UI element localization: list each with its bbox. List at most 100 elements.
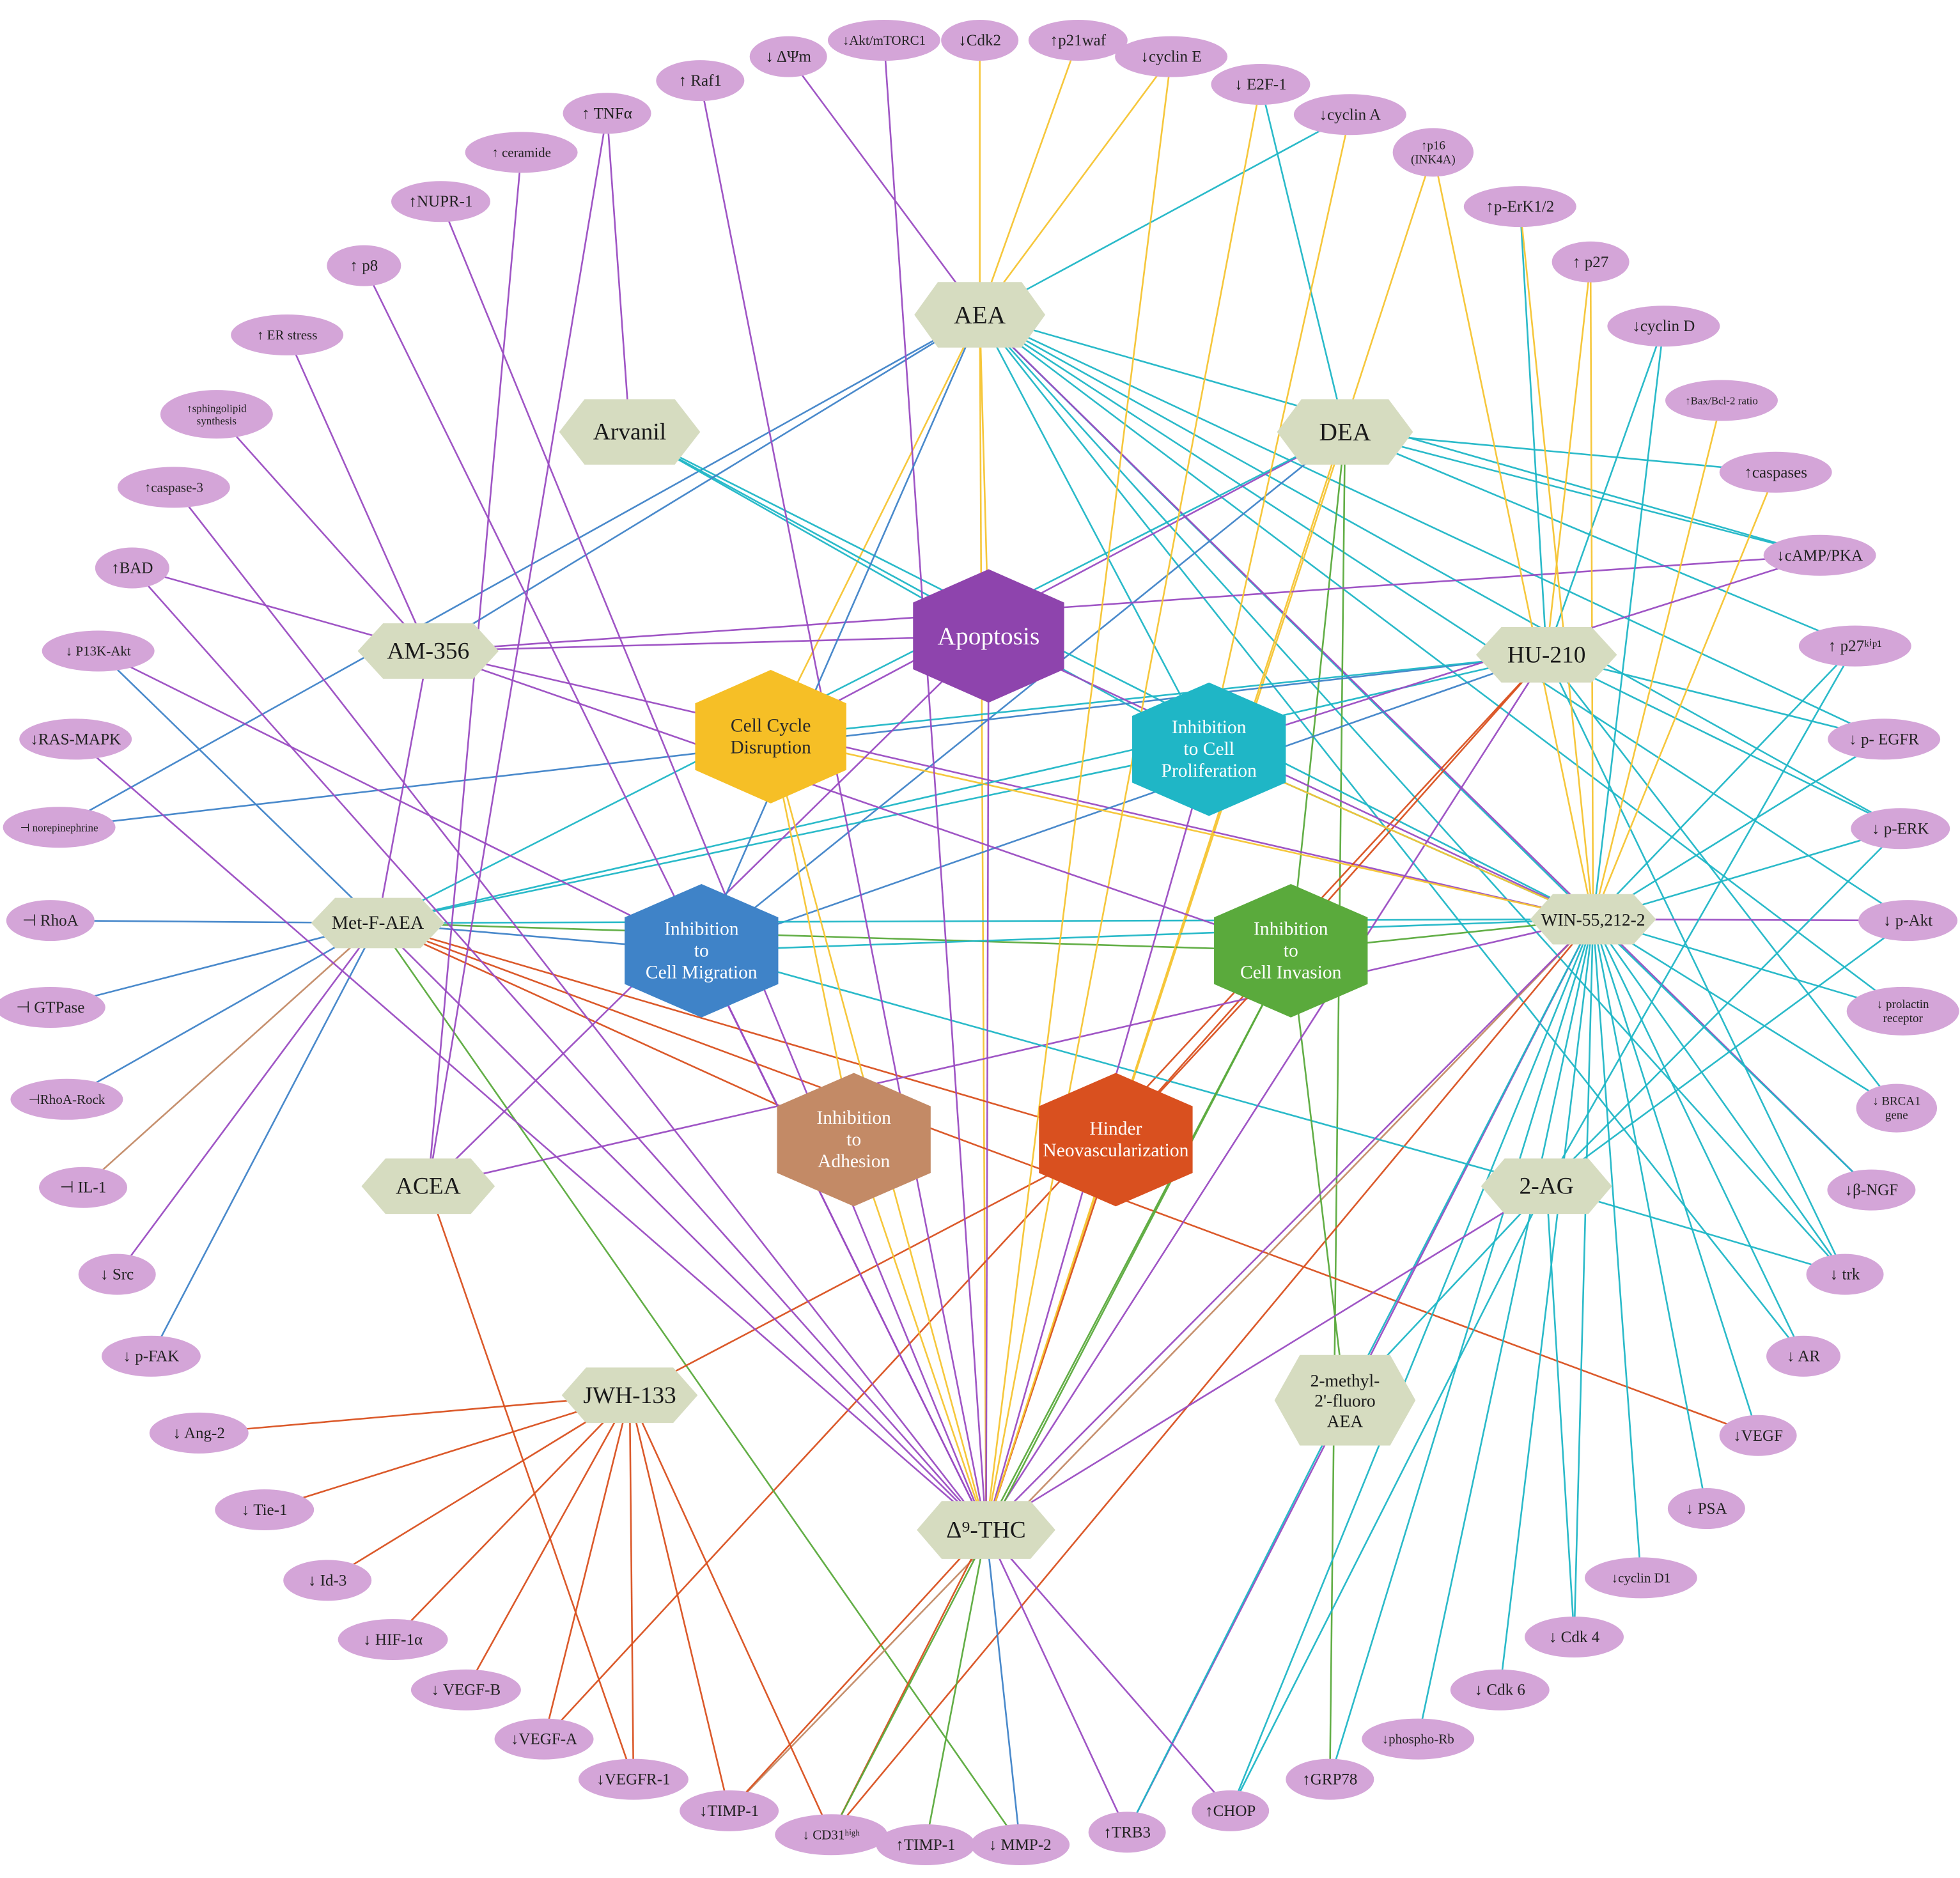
edge-hu210-perk bbox=[1546, 654, 1901, 830]
target-node-prb: ↓phospho-Rb bbox=[1362, 1718, 1475, 1760]
target-ellipse bbox=[117, 467, 230, 508]
edge-dea-p27kip bbox=[1344, 431, 1856, 647]
target-label: ↑BAD bbox=[111, 559, 153, 577]
effect-hexagon bbox=[1214, 883, 1368, 1018]
compound-label: JWH-133 bbox=[583, 1382, 676, 1408]
edge-win-grp78 bbox=[1329, 919, 1594, 1780]
target-label: ↑ p8 bbox=[350, 257, 378, 274]
edge-thc-trb3 bbox=[985, 1530, 1128, 1833]
edge-metf-am356 bbox=[377, 651, 430, 924]
edge-jwh-hif bbox=[392, 1394, 630, 1640]
target-node-pakt: ↓ p-Akt bbox=[1858, 900, 1958, 942]
target-label: ↑caspase-3 bbox=[144, 479, 203, 495]
target-node-e2f1: ↓ E2F-1 bbox=[1211, 63, 1311, 105]
target-label: ↑caspases bbox=[1744, 463, 1807, 481]
compound-label: HU-210 bbox=[1507, 642, 1586, 668]
target-label: ↑p16(INK4A) bbox=[1411, 139, 1456, 166]
target-label: ↓ Id-3 bbox=[308, 1572, 346, 1589]
target-label: ⊣ RhoA bbox=[22, 912, 79, 929]
edge-dea-migration bbox=[701, 431, 1346, 952]
target-node-p8: ↑ p8 bbox=[327, 245, 401, 286]
target-ellipse bbox=[231, 314, 344, 356]
edge-thc-mmp2 bbox=[985, 1530, 1021, 1845]
edge-dea-caspases bbox=[1344, 431, 1776, 474]
target-ellipse bbox=[876, 1824, 976, 1866]
target-label: ↓ Cdk 4 bbox=[1549, 1629, 1600, 1646]
target-label: ↑NUPR-1 bbox=[408, 193, 472, 210]
target-label: ↓cyclin E bbox=[1141, 48, 1202, 65]
target-ellipse bbox=[1525, 1617, 1624, 1657]
target-ellipse bbox=[970, 1824, 1070, 1866]
target-ellipse bbox=[1115, 36, 1228, 77]
target-node-aktm: ↓Akt/mTORC1 bbox=[827, 20, 940, 61]
edge-thc-cycE bbox=[985, 56, 1172, 1530]
target-node-tie1: ↓ Tie-1 bbox=[215, 1489, 315, 1531]
target-ellipse bbox=[1719, 451, 1832, 493]
target-node-p27: ↑ p27 bbox=[1552, 241, 1629, 283]
edge-win-methylaea bbox=[1344, 919, 1594, 1401]
edge-win-p27kip bbox=[1592, 645, 1856, 920]
target-label: ↓β-NGF bbox=[1845, 1181, 1899, 1199]
target-node-p21: ↑p21waf bbox=[1028, 20, 1128, 61]
target-label: ↑Bax/Bcl-2 ratio bbox=[1685, 394, 1758, 407]
edge-thc-timp1a bbox=[728, 1529, 987, 1812]
target-node-pegfr: ↓ p- EGFR bbox=[1828, 718, 1941, 760]
target-label: ↓ p-FAK bbox=[123, 1347, 180, 1365]
edge-win-bax bbox=[1592, 400, 1723, 920]
target-label: ↑CHOP bbox=[1205, 1802, 1256, 1819]
edge-am356-er bbox=[286, 334, 429, 652]
target-ellipse bbox=[1450, 1669, 1550, 1711]
target-node-pi3k: ↓ P13K-Akt bbox=[42, 630, 155, 672]
edge-migration-aea bbox=[701, 314, 981, 951]
edge-win-pegfr bbox=[1592, 738, 1885, 920]
effect-hexagon bbox=[1039, 1073, 1193, 1207]
compound-node-hu210: HU-210 bbox=[1475, 627, 1617, 683]
target-node-p27kip: ↑ p27ᵏⁱᵖ¹ bbox=[1798, 625, 1911, 667]
target-node-ceramide: ↑ ceramide bbox=[465, 132, 578, 173]
target-node-cdk4: ↓ Cdk 4 bbox=[1525, 1617, 1624, 1657]
edge-win-perk bbox=[1592, 828, 1901, 920]
edge-aea-norepi bbox=[58, 314, 981, 828]
edge-arvanil-tnfa bbox=[606, 113, 631, 432]
compound-hexagon bbox=[561, 1367, 698, 1424]
edge-jwh-id3 bbox=[327, 1394, 630, 1581]
edge-twoag-p27kip bbox=[1546, 645, 1856, 1187]
target-label: ↓ trk bbox=[1830, 1266, 1860, 1283]
edge-metf-prolif bbox=[377, 748, 1209, 924]
target-label: ↓ E2F-1 bbox=[1234, 75, 1286, 93]
target-node-er: ↑ ER stress bbox=[231, 314, 344, 356]
target-label: ↓ PSA bbox=[1686, 1500, 1727, 1517]
edge-win-trk bbox=[1592, 919, 1846, 1275]
target-label: ↓ ΔΨm bbox=[766, 48, 812, 65]
target-label: ↓ Src bbox=[100, 1266, 134, 1283]
compound-hexagon bbox=[1277, 399, 1413, 465]
target-label: ↓ CD31ʰⁱᵍʰ bbox=[802, 1827, 860, 1842]
edge-thc-migration bbox=[701, 950, 987, 1531]
compound-label: ACEA bbox=[396, 1173, 461, 1199]
target-node-raf1: ↑ Raf1 bbox=[656, 60, 745, 102]
edge-aea-prolactin bbox=[979, 314, 1904, 1012]
edge-twoag-perk bbox=[1546, 828, 1901, 1187]
edge-thc-p16 bbox=[985, 151, 1435, 1530]
edge-dea-camp bbox=[1344, 431, 1820, 557]
target-ellipse bbox=[1851, 808, 1950, 850]
target-ellipse bbox=[1192, 1790, 1270, 1831]
target-ellipse bbox=[1293, 94, 1406, 136]
target-ellipse bbox=[749, 36, 827, 77]
target-label: ↑p21waf bbox=[1050, 32, 1107, 49]
target-ellipse bbox=[1392, 128, 1474, 177]
edge-adhesion-cellcycle bbox=[770, 736, 855, 1140]
target-node-p16: ↑p16(INK4A) bbox=[1392, 128, 1474, 177]
target-node-vegfb: ↓ VEGF-B bbox=[410, 1669, 521, 1711]
target-label: ↓cyclin D bbox=[1632, 318, 1695, 335]
compound-label: WIN-55,212-2 bbox=[1541, 910, 1645, 929]
edge-aea-bngf bbox=[979, 314, 1872, 1191]
edge-win-vegf bbox=[1592, 919, 1759, 1436]
edge-aea-trk bbox=[979, 314, 1846, 1275]
